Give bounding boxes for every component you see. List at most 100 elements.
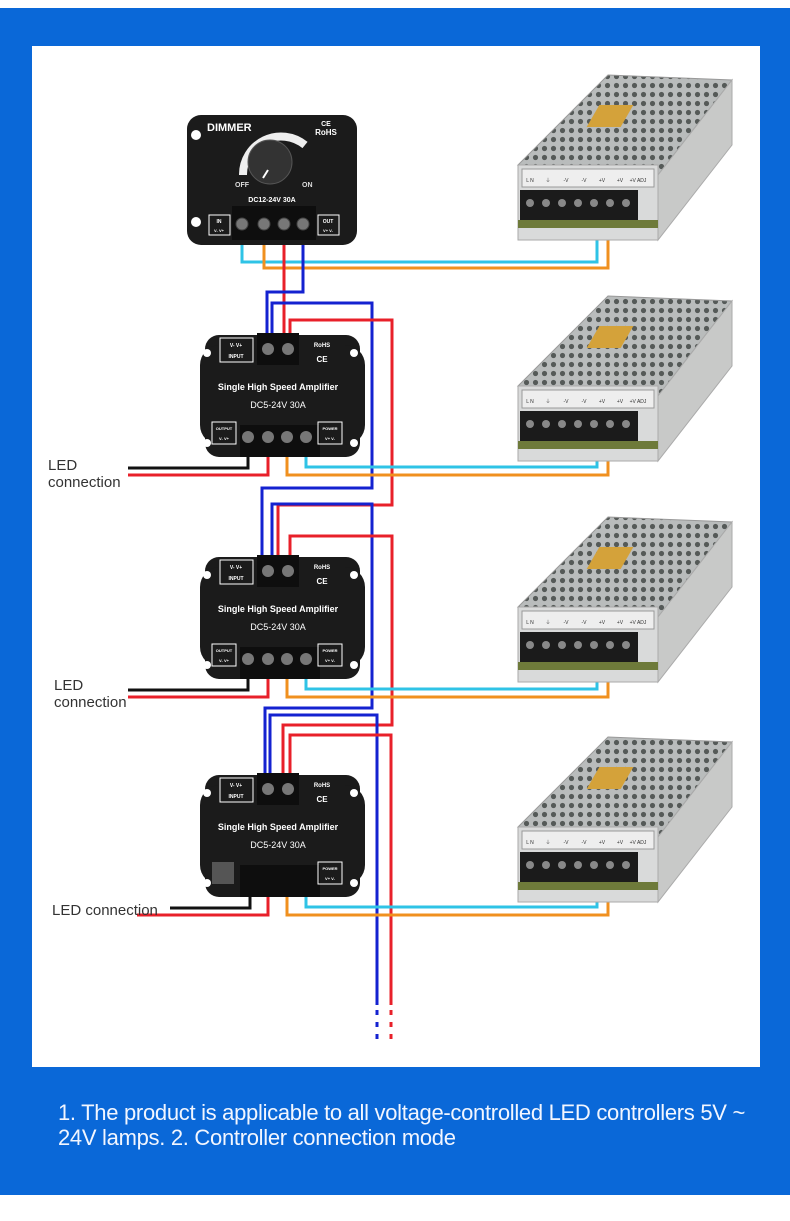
psu-terminal-screw bbox=[558, 641, 566, 649]
psu-terminal-label: +V bbox=[599, 840, 606, 846]
terminal-screw bbox=[242, 431, 254, 443]
psu-pcb-edge bbox=[518, 220, 658, 228]
mount-hole bbox=[191, 217, 201, 227]
terminal-screw bbox=[242, 653, 254, 665]
power-supply-2 bbox=[516, 295, 733, 463]
terminal-screw bbox=[300, 431, 312, 443]
amplifier-flange bbox=[200, 345, 365, 445]
psu-terminal-screw bbox=[542, 641, 550, 649]
mount-hole bbox=[203, 789, 211, 797]
on-label: ON bbox=[302, 182, 313, 189]
psu-terminal-label: L N bbox=[526, 178, 534, 184]
terminal-screw bbox=[262, 431, 274, 443]
psu-terminal-screw bbox=[606, 641, 614, 649]
psu-terminal-labels bbox=[521, 830, 655, 850]
psu-label-sticker bbox=[586, 547, 634, 569]
psu-terminal-screw bbox=[590, 641, 598, 649]
out-pins: V+ V- bbox=[323, 228, 334, 233]
mount-hole bbox=[203, 349, 211, 357]
power-label: POWER bbox=[322, 426, 337, 431]
psu-terminal-screw bbox=[590, 861, 598, 869]
psu-terminal-label: -V bbox=[582, 840, 588, 846]
output-label: OUTPUT bbox=[216, 426, 233, 431]
rohs-mark: RoHS bbox=[315, 128, 337, 137]
psu-label-sticker bbox=[586, 767, 634, 789]
input-label: INPUT bbox=[229, 576, 244, 582]
output-pins: V- V+ bbox=[219, 436, 230, 441]
amplifier-2 bbox=[200, 555, 365, 679]
terminal-screw bbox=[281, 653, 293, 665]
psu-terminal-label: L N bbox=[526, 620, 534, 626]
terminal-screw bbox=[300, 653, 312, 665]
wire-bus-red-3 bbox=[288, 733, 393, 1005]
psu-terminal-screw bbox=[542, 861, 550, 869]
amplifier-title: Single High Speed Amplifier bbox=[218, 382, 339, 392]
psu-terminal-label: L N bbox=[526, 840, 534, 846]
output-terminal-block bbox=[240, 865, 320, 897]
amplifier-rating: DC5-24V 30A bbox=[250, 840, 306, 850]
input-label: INPUT bbox=[229, 794, 244, 800]
psu-terminal-screw bbox=[606, 420, 614, 428]
psu-pcb-edge bbox=[518, 441, 658, 449]
psu-terminal-label: -V bbox=[564, 840, 570, 846]
led-connection-label-1: LED connection bbox=[48, 457, 121, 491]
power-label: POWER bbox=[322, 648, 337, 653]
dimmer-device bbox=[187, 115, 357, 245]
psu-terminal-label: +V ADJ bbox=[630, 399, 647, 405]
out-label-box bbox=[317, 214, 340, 236]
mount-hole bbox=[203, 571, 211, 579]
psu-terminal-label: +V bbox=[599, 399, 606, 405]
wire-bus-blue-2 bbox=[263, 502, 374, 780]
wire-bus-blue-3 bbox=[268, 713, 379, 1005]
dimmer-title: DIMMER bbox=[207, 122, 252, 134]
amplifier-3 bbox=[200, 773, 365, 897]
mount-hole bbox=[203, 879, 211, 887]
terminal-screw bbox=[296, 217, 310, 231]
mount-hole bbox=[350, 789, 358, 797]
led-connection-label-3: LED connection bbox=[52, 902, 158, 919]
power-pins: V+ V- bbox=[325, 658, 336, 663]
psu-terminal-label: +V bbox=[617, 178, 624, 184]
terminal-screw bbox=[281, 431, 293, 443]
psu-terminal-label: -V bbox=[582, 399, 588, 405]
input-label-box bbox=[219, 777, 254, 803]
mount-hole bbox=[350, 439, 358, 447]
terminal-screw bbox=[282, 783, 294, 795]
dimmer-knob bbox=[247, 139, 293, 185]
psu-terminal-screw bbox=[574, 641, 582, 649]
terminal-screw bbox=[277, 217, 291, 231]
terminal-screw bbox=[235, 217, 249, 231]
power-label: POWER bbox=[322, 866, 337, 871]
psu-terminal-screw bbox=[526, 420, 534, 428]
psu-terminal-label: L N bbox=[526, 399, 534, 405]
power-label-box bbox=[317, 861, 343, 885]
mount-hole bbox=[191, 130, 201, 140]
psu-terminal-screw bbox=[590, 420, 598, 428]
amplifier-flange bbox=[200, 567, 365, 667]
power-label-box bbox=[317, 421, 343, 445]
psu-terminal-screw bbox=[622, 641, 630, 649]
ce-mark: CE bbox=[316, 795, 328, 804]
in-label: IN bbox=[217, 219, 222, 225]
psu-terminal-screw bbox=[526, 641, 534, 649]
amplifier-title: Single High Speed Amplifier bbox=[218, 822, 339, 832]
psu-terminal-screw bbox=[622, 861, 630, 869]
psu-terminal-label: +V bbox=[599, 178, 606, 184]
psu-terminal-labels bbox=[521, 389, 655, 409]
ce-mark: CE bbox=[316, 355, 328, 364]
terminal-screw bbox=[282, 565, 294, 577]
psu-terminal-label: +V ADJ bbox=[630, 620, 647, 626]
rohs-mark: RoHS bbox=[314, 783, 330, 789]
output-pins: V- V+ bbox=[219, 658, 230, 663]
wire-bus-red-1 bbox=[276, 318, 394, 565]
psu-terminal-screw bbox=[622, 199, 630, 207]
power-label-box bbox=[317, 643, 343, 667]
psu-terminal-label: -V bbox=[582, 620, 588, 626]
psu-terminal-label: +V bbox=[599, 620, 606, 626]
power-pins: V+ V- bbox=[325, 876, 336, 881]
input-pins: V- V+ bbox=[230, 783, 242, 789]
off-label: OFF bbox=[235, 182, 250, 189]
output-label-box bbox=[211, 421, 237, 445]
mount-hole bbox=[350, 661, 358, 669]
